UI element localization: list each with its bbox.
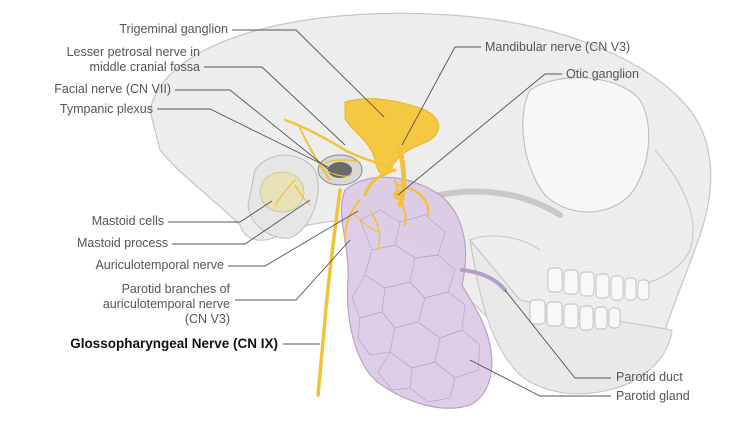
label-mandibular-nerve: Mandibular nerve (CN V3) <box>485 40 631 54</box>
label-lesser-petrosal-line2: middle cranial fossa <box>89 60 200 74</box>
label-mastoid-process: Mastoid process <box>76 236 168 250</box>
upper-teeth <box>547 267 650 301</box>
label-parotid-duct: Parotid duct <box>616 370 683 384</box>
label-parotid-branches-line3: (CN V3) <box>184 312 230 326</box>
label-tympanic-plexus: Tympanic plexus <box>59 102 153 116</box>
label-mastoid-cells: Mastoid cells <box>91 214 164 228</box>
gland-lobules <box>351 209 481 403</box>
lower-teeth <box>529 299 621 331</box>
label-parotid-gland: Parotid gland <box>616 389 690 403</box>
label-parotid-branches-line2: auriculotemporal nerve <box>102 297 230 311</box>
label-auriculotemporal-nerve: Auriculotemporal nerve <box>95 258 224 272</box>
label-lesser-petrosal-line1: Lesser petrosal nerve in <box>66 45 200 59</box>
label-parotid-branches-line1: Parotid branches of <box>121 282 230 296</box>
label-otic-ganglion: Otic ganglion <box>566 67 639 81</box>
label-glossopharyngeal-nerve: Glossopharyngeal Nerve (CN IX) <box>70 336 278 351</box>
leader-lines <box>157 29 611 397</box>
label-facial-nerve: Facial nerve (CN VII) <box>54 82 171 96</box>
label-trigeminal-ganglion: Trigeminal ganglion <box>119 22 228 36</box>
nerves <box>274 98 440 397</box>
